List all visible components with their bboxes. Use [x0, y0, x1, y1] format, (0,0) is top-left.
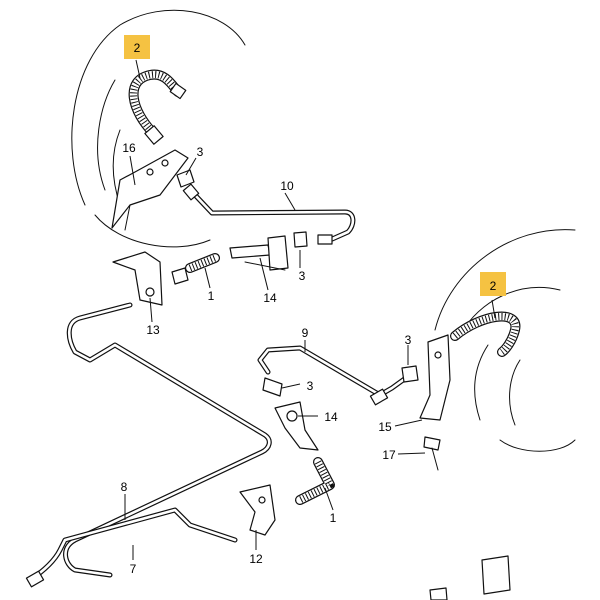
callout-16: 16 [122, 141, 136, 155]
highlight-2-top [124, 35, 150, 59]
callout-14-lower: 14 [324, 410, 338, 424]
brake-pipe-10 [182, 183, 356, 245]
bracket-14-lower [274, 401, 319, 451]
callout-3-right: 3 [405, 333, 412, 347]
callout-14-top: 14 [263, 291, 277, 305]
callout-8: 8 [121, 480, 128, 494]
callout-labels: 2 16 3 10 3 1 14 13 2 9 3 3 14 15 17 8 1… [121, 41, 497, 576]
bracket-15 [419, 334, 451, 421]
brake-pipe-7 [25, 507, 238, 588]
clip-3-top [176, 169, 195, 188]
callout-3-lower: 3 [307, 379, 314, 393]
callout-1-top: 1 [208, 289, 215, 303]
brake-hose-top [128, 69, 187, 145]
callout-7: 7 [130, 562, 137, 576]
callout-13: 13 [146, 323, 160, 337]
brake-hose-1-lower [295, 457, 335, 505]
highlight-2-right [480, 272, 506, 296]
callout-2-right: 2 [490, 279, 497, 293]
callout-10: 10 [280, 179, 294, 193]
bracket-13 [112, 251, 163, 306]
brake-pipe-8 [63, 302, 272, 578]
bracket-16 [111, 149, 189, 231]
callout-1-lower: 1 [330, 511, 337, 525]
bolt-17 [423, 436, 441, 471]
brake-pipe-9 [257, 345, 419, 406]
callout-15: 15 [378, 420, 392, 434]
clip-bottom-right [429, 555, 511, 600]
brake-hose-right [450, 311, 521, 357]
callout-3-mid: 3 [299, 269, 306, 283]
clip-3-lower [262, 377, 283, 397]
callout-2-top: 2 [134, 41, 141, 55]
bracket-12 [239, 484, 276, 536]
callout-9: 9 [302, 326, 309, 340]
fittings-upper-mid [171, 231, 308, 285]
callout-12: 12 [249, 552, 263, 566]
callout-17: 17 [382, 448, 396, 462]
leader-lines [124, 59, 496, 560]
callout-3-top: 3 [197, 145, 204, 159]
